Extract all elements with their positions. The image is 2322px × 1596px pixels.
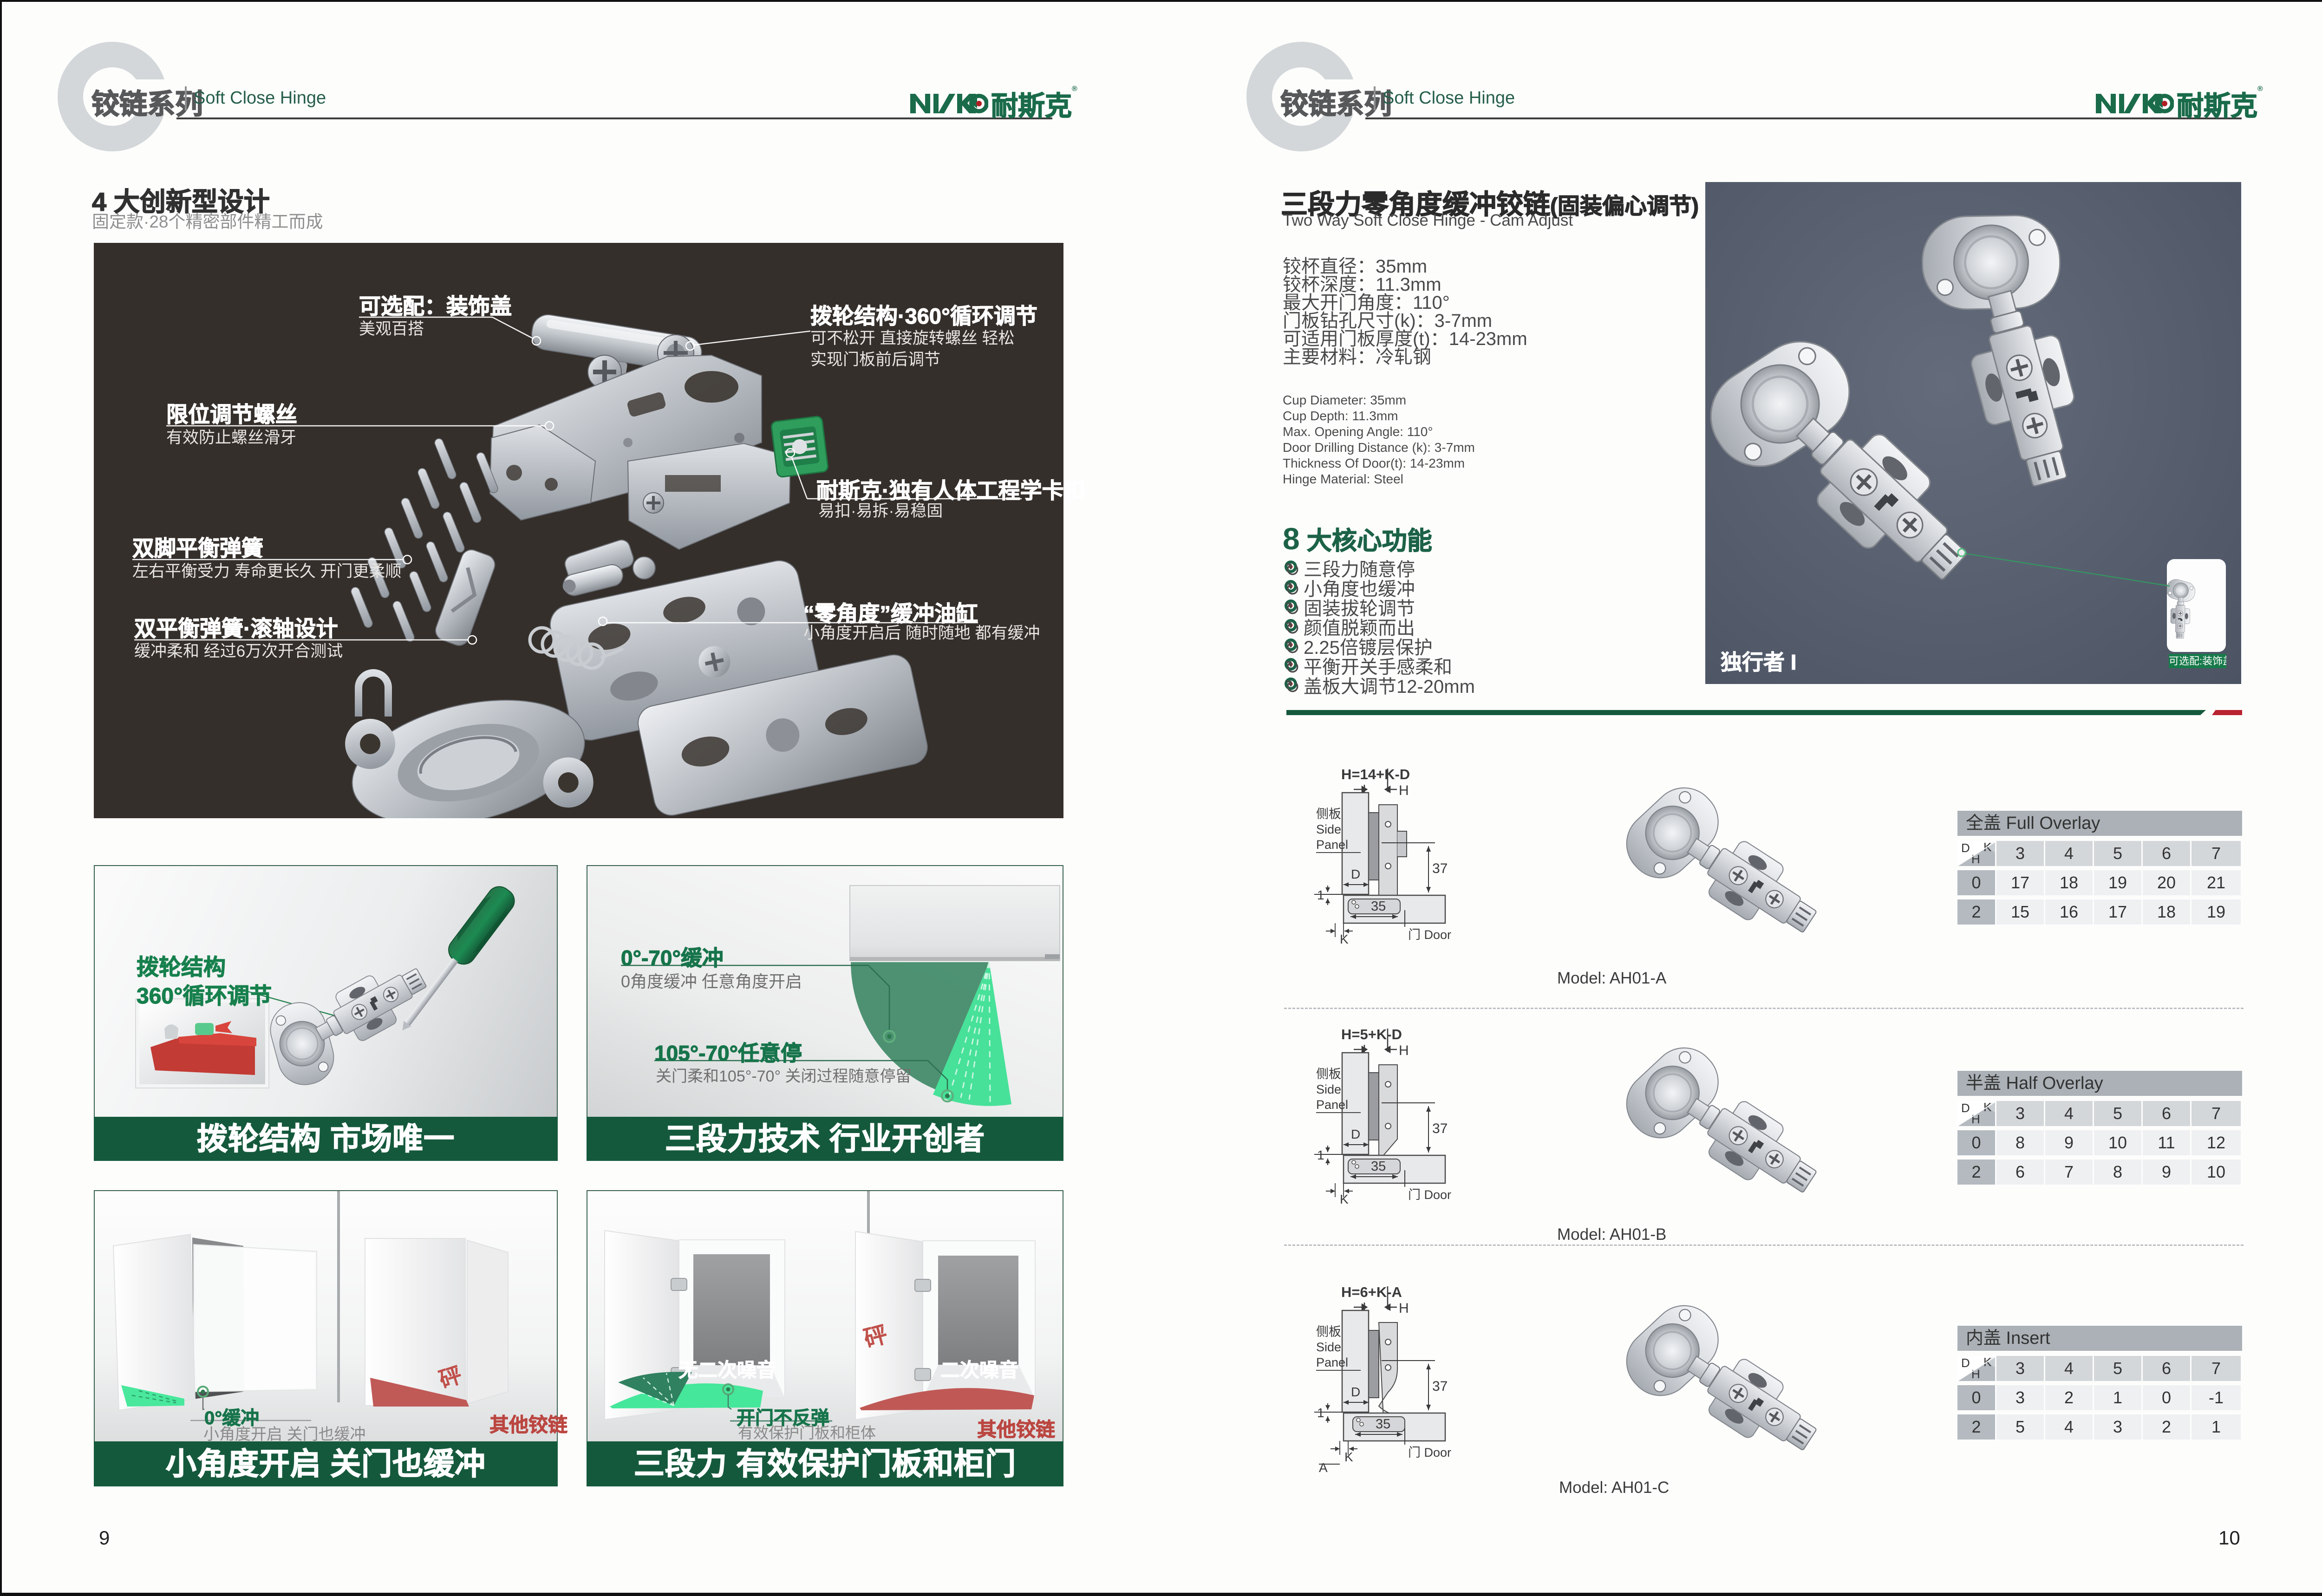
svg-text:H: H <box>1399 783 1409 798</box>
svg-text:门 Door: 门 Door <box>1408 1188 1451 1202</box>
svg-text:A: A <box>1319 1460 1328 1475</box>
svg-text:侧板: 侧板 <box>1316 1067 1341 1081</box>
svg-text:H=6+K-A: H=6+K-A <box>1341 1284 1402 1300</box>
svg-text:门 Door: 门 Door <box>1408 928 1451 942</box>
svg-text:37: 37 <box>1432 1379 1448 1394</box>
svg-text:Panel: Panel <box>1316 838 1348 852</box>
svg-text:H=14+K-D: H=14+K-D <box>1341 766 1410 782</box>
svg-text:K: K <box>1983 841 1992 854</box>
svg-text:D: D <box>1351 867 1360 881</box>
svg-text:H: H <box>1399 1043 1409 1058</box>
svg-text:H: H <box>1399 1301 1409 1316</box>
svg-text:37: 37 <box>1432 1121 1448 1136</box>
svg-text:H=5+K-D: H=5+K-D <box>1341 1026 1402 1042</box>
svg-text:35: 35 <box>1371 899 1386 914</box>
svg-text:K: K <box>1344 1450 1353 1464</box>
svg-text:Side: Side <box>1316 822 1341 836</box>
svg-text:1: 1 <box>1317 1148 1324 1162</box>
svg-text:K: K <box>1340 932 1349 946</box>
svg-text:Panel: Panel <box>1316 1098 1348 1112</box>
svg-text:1: 1 <box>1317 888 1324 902</box>
svg-text:Side: Side <box>1316 1082 1341 1096</box>
svg-text:门 Door: 门 Door <box>1408 1446 1451 1459</box>
svg-text:D: D <box>1961 1356 1970 1370</box>
svg-text:1: 1 <box>1317 1406 1324 1420</box>
svg-text:K: K <box>1983 1356 1992 1369</box>
svg-text:D: D <box>1961 1101 1970 1115</box>
svg-text:35: 35 <box>1376 1417 1390 1432</box>
svg-text:D: D <box>1961 841 1970 855</box>
svg-text:K: K <box>1983 1101 1992 1114</box>
svg-text:D: D <box>1351 1385 1360 1399</box>
svg-text:37: 37 <box>1432 861 1448 876</box>
svg-text:35: 35 <box>1371 1159 1386 1174</box>
svg-text:K: K <box>1340 1192 1349 1206</box>
svg-text:Panel: Panel <box>1316 1355 1348 1369</box>
svg-text:Side: Side <box>1316 1340 1341 1354</box>
svg-text:侧板: 侧板 <box>1316 807 1341 821</box>
svg-text:D: D <box>1351 1127 1360 1141</box>
svg-text:侧板: 侧板 <box>1316 1325 1341 1339</box>
